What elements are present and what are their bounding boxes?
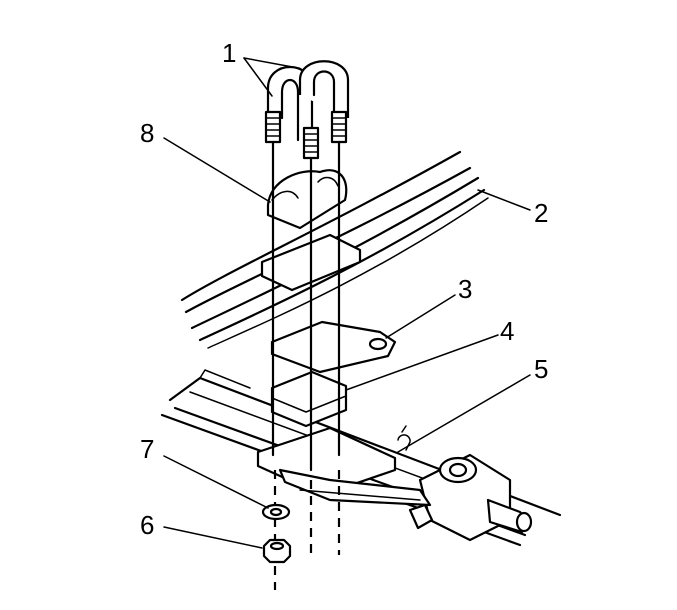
axle-spindle (408, 453, 533, 542)
callout-3: 3 (458, 274, 472, 304)
callout-7: 7 (140, 434, 154, 464)
leader-lines (163, 57, 531, 549)
callout-1: 1 (222, 38, 236, 68)
brake-line-clip (397, 425, 411, 451)
u-bolts (264, 60, 350, 160)
callout-2: 2 (534, 198, 548, 228)
upper-cushion (266, 169, 348, 230)
callout-6: 6 (140, 510, 154, 540)
nut (262, 538, 292, 564)
u-bolt-legs (271, 140, 341, 590)
spacer-block (270, 370, 348, 428)
spring-plate (256, 426, 432, 507)
callout-8: 8 (140, 118, 154, 148)
callout-4: 4 (500, 316, 514, 346)
callout-5: 5 (534, 354, 548, 384)
washer (261, 503, 291, 521)
callout-labels: 1 2 3 4 5 6 7 8 (140, 38, 548, 540)
upper-spring-plate (270, 320, 397, 374)
